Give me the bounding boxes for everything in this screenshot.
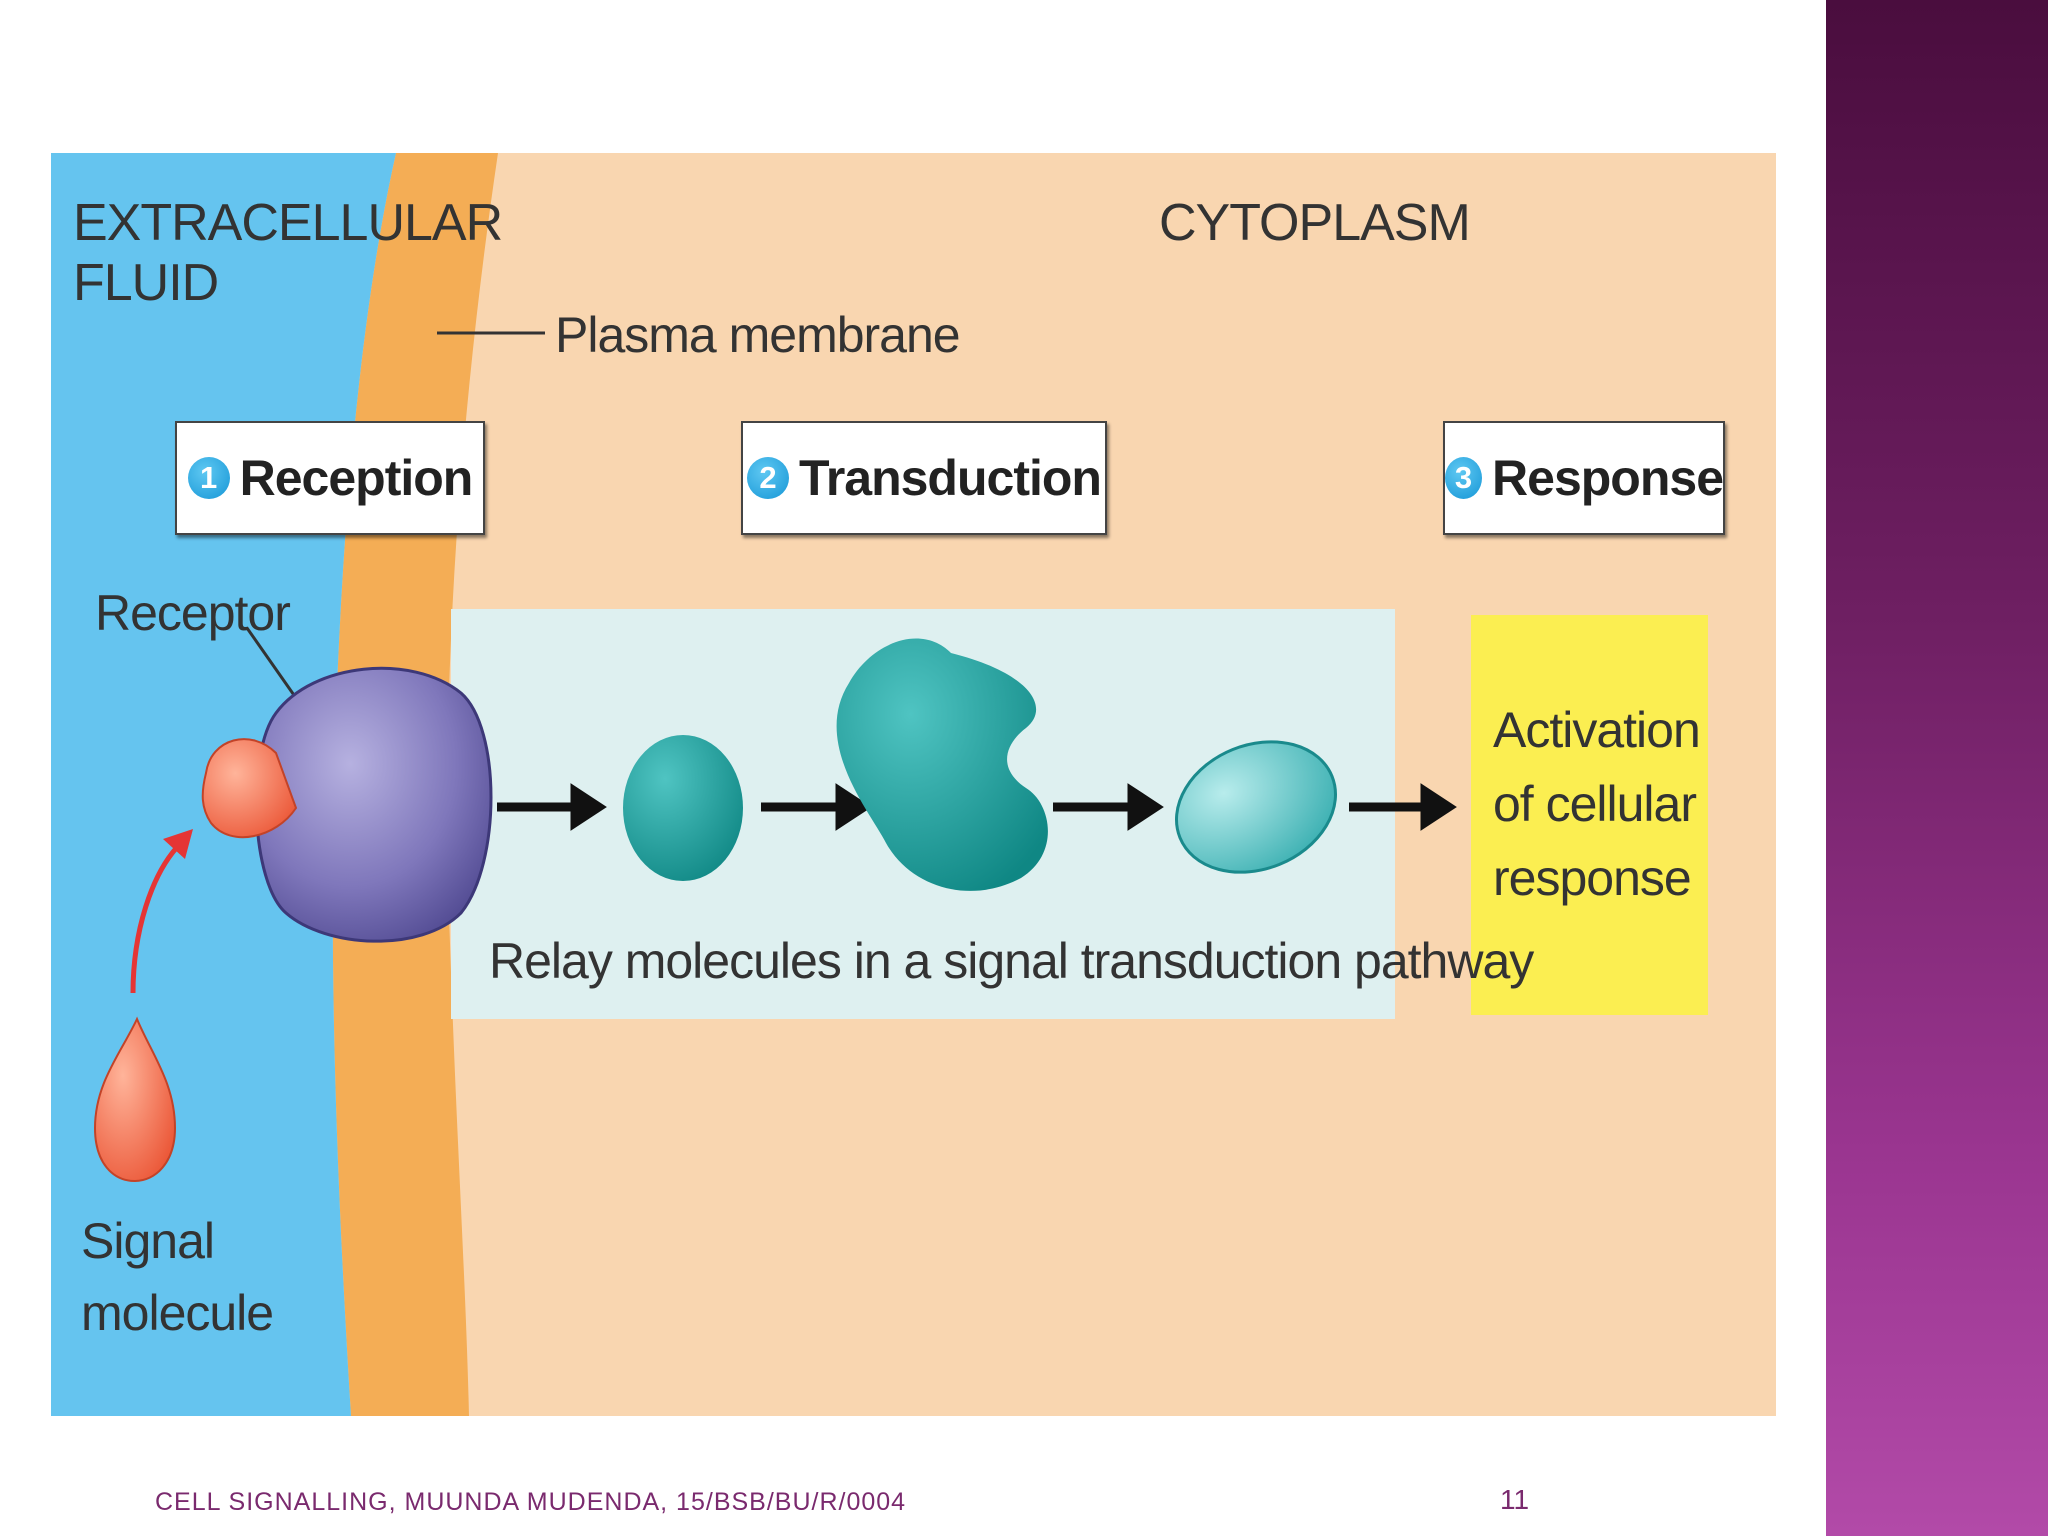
step-1-label: Reception xyxy=(239,450,474,506)
step-reception: 1 Reception xyxy=(175,421,485,535)
step-response: 3 Response xyxy=(1443,421,1725,535)
extracellular-fluid-label: EXTRACELLULAR FLUID xyxy=(73,193,503,313)
response-line1: Activation xyxy=(1493,702,1701,758)
step-transduction: 2 Transduction xyxy=(741,421,1107,535)
step-2-label: Transduction xyxy=(799,450,1102,506)
binding-arrow xyxy=(130,841,183,994)
response-line3: response xyxy=(1493,850,1692,906)
cell-signaling-diagram: EXTRACELLULAR FLUID CYTOPLASM Plasma mem… xyxy=(51,153,1776,1416)
footer-text: CELL SIGNALLING, MUUNDA MUDENDA, 15/BSB/… xyxy=(155,1488,907,1516)
relay-molecule-2 xyxy=(836,638,1048,891)
receptor-shape xyxy=(254,666,493,943)
extracellular-label-line2: FLUID xyxy=(73,254,219,312)
cytoplasm-label: CYTOPLASM xyxy=(1159,194,1471,252)
relay-molecule-1 xyxy=(623,735,743,881)
plasma-membrane-label: Plasma membrane xyxy=(555,307,961,363)
step-2-number-icon: 2 xyxy=(747,457,790,499)
signal-molecule xyxy=(93,1016,177,1183)
pathway-arrows xyxy=(497,783,1457,831)
signal-label-line1: Signal xyxy=(81,1213,215,1269)
step-3-number-icon: 3 xyxy=(1445,457,1483,499)
extracellular-label-line1: EXTRACELLULAR xyxy=(73,194,503,252)
response-label: Activation of cellular response xyxy=(1493,693,1701,915)
relay-molecule-3 xyxy=(1175,740,1337,874)
signal-molecule-label: Signal molecule xyxy=(81,1205,274,1349)
receptor-label: Receptor xyxy=(95,585,291,641)
binding-arrowhead xyxy=(163,829,193,859)
relay-molecules-label: Relay molecules in a signal transduction… xyxy=(489,933,1534,989)
receptor-pointer-line xyxy=(245,627,298,699)
signal-label-line2: molecule xyxy=(81,1285,274,1341)
step-3-label: Response xyxy=(1492,450,1724,506)
response-box xyxy=(1471,615,1708,1015)
decorative-sidebar xyxy=(1826,0,2048,1536)
response-line2: of cellular xyxy=(1493,776,1697,832)
step-1-number-icon: 1 xyxy=(187,457,230,499)
slide-number: 11 xyxy=(1500,1484,1530,1515)
bound-signal-molecule xyxy=(201,738,298,839)
